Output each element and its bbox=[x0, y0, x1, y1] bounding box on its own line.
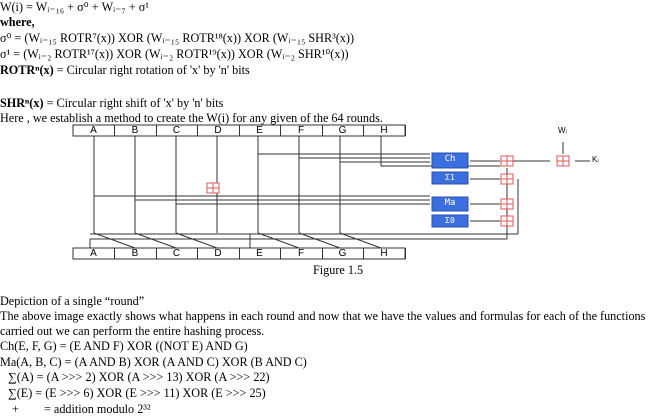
rotr-definition: ROTRⁿ(x) = Circular right rotation of 'x… bbox=[0, 64, 250, 77]
register-lines bbox=[89, 136, 590, 249]
sigma0-formula: σ⁰ = (Wᵢ₋₁₅ ROTR⁷(x)) XOR (Wᵢ₋₁₅ ROTR¹⁸(… bbox=[0, 31, 355, 45]
bottom-register-b: B bbox=[115, 248, 157, 259]
bottom-register-h: H bbox=[364, 248, 406, 259]
plus-symbol: + bbox=[12, 402, 19, 416]
bottom-register-d: D bbox=[198, 248, 240, 259]
sigma0-box bbox=[431, 214, 469, 228]
sigma0-label: Σ0 bbox=[445, 216, 455, 225]
figure-caption: Figure 1.5 bbox=[313, 263, 364, 277]
bottom-register-c: C bbox=[156, 248, 198, 259]
w-input-label: Wᵢ bbox=[558, 126, 567, 135]
intro-text: Here , we establish a method to create t… bbox=[0, 111, 383, 125]
round-diagram-svg bbox=[72, 124, 590, 260]
paragraph-line-2: carried out we can perform the entire ha… bbox=[0, 324, 265, 338]
top-register-a: A bbox=[73, 125, 115, 136]
ch-label: Ch bbox=[444, 154, 456, 164]
adder-crosses bbox=[207, 156, 569, 226]
shr-term: SHRⁿ(x) bbox=[0, 96, 44, 110]
sum-a-formula: ∑(A) = (A >>> 2) XOR (A >>> 13) XOR (A >… bbox=[8, 370, 270, 384]
sigma1-formula: σ¹ = (Wᵢ₋₂ ROTR¹⁷(x)) XOR (Wᵢ₋₂ ROTR¹⁹(x… bbox=[0, 47, 349, 61]
shr-desc: = Circular right shift of 'x' by 'n' bit… bbox=[43, 96, 224, 110]
top-register-d: D bbox=[198, 125, 240, 136]
depiction-heading: Depiction of a single “round” bbox=[0, 294, 145, 308]
sum-e-formula: ∑(E) = (E >>> 6) XOR (E >>> 11) XOR (E >… bbox=[8, 386, 266, 400]
sigma1-label: Σ1 bbox=[445, 173, 455, 182]
top-register-g: G bbox=[322, 125, 364, 136]
ch-formula: Ch(E, F, G) = (E AND F) XOR ((NOT E) AND… bbox=[0, 339, 248, 353]
bottom-register-a: A bbox=[73, 248, 115, 259]
rotr-term: ROTRⁿ(x) bbox=[0, 63, 54, 77]
ma-label: Ma bbox=[444, 198, 456, 208]
top-register-c: C bbox=[156, 125, 198, 136]
k-input-label: Kᵢ bbox=[592, 155, 599, 164]
rotr-desc: = Circular right rotation of 'x' by 'n' … bbox=[53, 63, 250, 77]
shr-definition: SHRⁿ(x) = Circular right shift of 'x' by… bbox=[0, 97, 223, 110]
top-register-b: B bbox=[115, 125, 157, 136]
ma-box bbox=[431, 196, 469, 212]
w-formula: W(i) = Wᵢ₋₁₆ + σ⁰ + Wᵢ₋₇ + σ¹ bbox=[0, 0, 149, 14]
top-register-e: E bbox=[239, 125, 281, 136]
ma-formula: Ma(A, B, C) = (A AND B) XOR (A AND C) XO… bbox=[0, 355, 307, 369]
bottom-register-f: F bbox=[281, 248, 323, 259]
where-label: where, bbox=[0, 15, 35, 29]
top-register-f: F bbox=[281, 125, 323, 136]
bottom-register-e: E bbox=[239, 248, 281, 259]
plus-description: = addition modulo 2³² bbox=[44, 402, 151, 416]
ch-box bbox=[431, 152, 469, 169]
bottom-register-g: G bbox=[322, 248, 364, 259]
top-register-h: H bbox=[364, 125, 406, 136]
paragraph-line-1: The above image exactly shows what happe… bbox=[0, 309, 646, 323]
sigma1-box bbox=[431, 171, 469, 185]
